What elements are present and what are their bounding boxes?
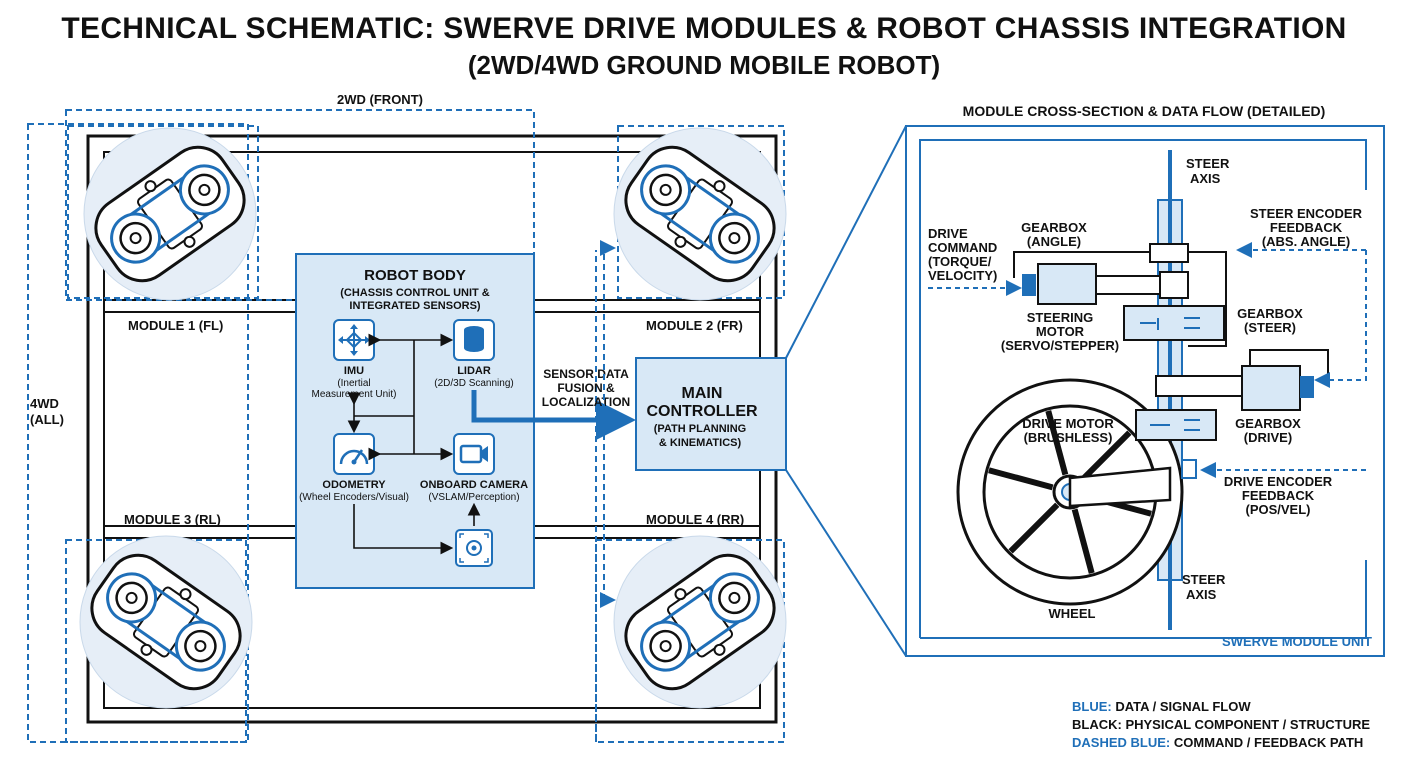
command-paths [600,240,616,608]
wheel-drawing [956,378,1184,606]
legend-value: PHYSICAL COMPONENT / STRUCTURE [1125,717,1371,732]
fusion-label-1: SENSOR DATA [543,367,629,381]
steer-axis-bottom-1: STEER [1182,572,1226,587]
gearbox-angle-1: GEARBOX [1021,220,1087,235]
camera-icon [453,433,495,475]
legend-item-blue: BLUE: DATA / SIGNAL FLOW [1072,698,1370,716]
drive-gearbox-block [1135,349,1329,479]
odometry-desc: (Wheel Encoders/Visual) [299,492,409,503]
drive-motor-1: DRIVE MOTOR [1022,416,1114,431]
imu-icon [333,319,375,361]
module-label-rl: MODULE 3 (RL) [124,512,221,527]
drive-encoder-1: DRIVE ENCODER [1224,474,1333,489]
zoom-lines [785,125,907,657]
drive-command-2: COMMAND [928,240,997,255]
wheel-label: WHEEL [1049,606,1096,621]
steer-encoder-1: STEER ENCODER [1250,206,1363,221]
fusion-arrow [471,390,636,440]
gearbox-drive-1: GEARBOX [1235,416,1301,431]
odometry-name: ODOMETRY [322,479,386,491]
legend-value: COMMAND / FEEDBACK PATH [1173,735,1364,750]
lidar-icon [453,319,495,361]
main-controller-subtitle-1: (PATH PLANNING [654,423,746,435]
label-4wd-line1: 4WD [30,396,59,411]
legend-value: DATA / SIGNAL FLOW [1115,699,1251,714]
gearbox-angle-2: (ANGLE) [1027,234,1081,249]
lidar-name: LIDAR [457,365,491,377]
detail-signal-paths [928,242,1367,478]
gearbox-steer-2: (STEER) [1244,320,1296,335]
robot-body-subtitle-1: (CHASSIS CONTROL UNIT & [340,287,490,299]
imu-desc-2: Measurement Unit) [311,389,396,400]
lidar-desc: (2D/3D Scanning) [434,378,513,389]
main-controller-title-2: CONTROLLER [646,403,758,420]
robot-body-title: ROBOT BODY [364,267,466,284]
main-controller-subtitle-2: & KINEMATICS) [659,437,742,449]
drive-command-1: DRIVE [928,226,968,241]
steering-motor-drawing [1013,251,1227,347]
fusion-label-3: LOCALIZATION [542,395,630,409]
drive-command-3: (TORQUE/ [928,254,992,269]
legend: BLUE: DATA / SIGNAL FLOW BLACK: PHYSICAL… [1072,698,1370,752]
steer-gearbox-block [1123,305,1225,341]
steer-axis-bottom-2: AXIS [1186,587,1217,602]
swerve-module-fr [613,127,787,301]
detail-title: MODULE CROSS-SECTION & DATA FLOW (DETAIL… [963,103,1326,119]
legend-item-black: BLACK: PHYSICAL COMPONENT / STRUCTURE [1072,716,1370,734]
imu-desc-1: (Inertial [337,378,370,389]
gearbox-steer-1: GEARBOX [1237,306,1303,321]
imu-name: IMU [344,365,364,377]
main-controller-title-1: MAIN [682,385,723,402]
module-label-fl: MODULE 1 (FL) [128,318,223,333]
camera-name: ONBOARD CAMERA [420,479,528,491]
legend-key: BLUE: [1072,699,1112,714]
steering-motor-3: (SERVO/STEPPER) [1001,338,1119,353]
detail-panel [905,125,1385,657]
odometry-icon [333,433,375,475]
steer-axis-top-2: AXIS [1190,171,1221,186]
legend-key: DASHED BLUE: [1072,735,1171,750]
legend-key: BLACK: [1072,717,1122,732]
drive-encoder-2: FEEDBACK [1242,488,1315,503]
drive-command-4: VELOCITY) [928,268,997,283]
fusion-label-2: FUSION & [557,381,615,395]
swerve-unit-label: SWERVE MODULE UNIT [1222,634,1372,649]
drive-motor-2: (BRUSHLESS) [1024,430,1113,445]
sensor-connections [347,333,481,555]
swerve-module-fl [83,127,257,301]
page-title: TECHNICAL SCHEMATIC: SWERVE DRIVE MODULE… [61,12,1347,45]
drive-encoder-3: (POS/VEL) [1245,502,1310,517]
robot-body-subtitle-2: INTEGRATED SENSORS) [349,300,481,312]
steer-gearbox-top [1149,243,1189,299]
module-label-fr: MODULE 2 (FR) [646,318,743,333]
swerve-module-rr [613,535,787,709]
label-2wd: 2WD (FRONT) [337,92,423,107]
robot-body-panel: ROBOT BODY (CHASSIS CONTROL UNIT & INTEG… [295,253,636,589]
vision-sensor-icon [455,529,493,567]
detail-labels: STEER AXIS DRIVE COMMAND (TORQUE/ VELOCI… [928,156,1372,649]
steer-encoder-2: FEEDBACK [1270,220,1343,235]
steering-motor-2: MOTOR [1036,324,1085,339]
page-subtitle: (2WD/4WD GROUND MOBILE ROBOT) [467,50,941,80]
swerve-module-rl [79,535,253,709]
label-4wd-line2: (ALL) [30,412,64,427]
steer-encoder-3: (ABS. ANGLE) [1262,234,1350,249]
steer-axis-top-1: STEER [1186,156,1230,171]
camera-desc: (VSLAM/Perception) [428,492,519,503]
legend-item-dashed: DASHED BLUE: COMMAND / FEEDBACK PATH [1072,734,1370,752]
gearbox-drive-2: (DRIVE) [1244,430,1292,445]
module-label-rr: MODULE 4 (RR) [646,512,744,527]
main-controller: MAIN CONTROLLER (PATH PLANNING & KINEMAT… [635,357,787,471]
steering-motor-1: STEERING [1027,310,1093,325]
swerve-modules [79,127,787,709]
